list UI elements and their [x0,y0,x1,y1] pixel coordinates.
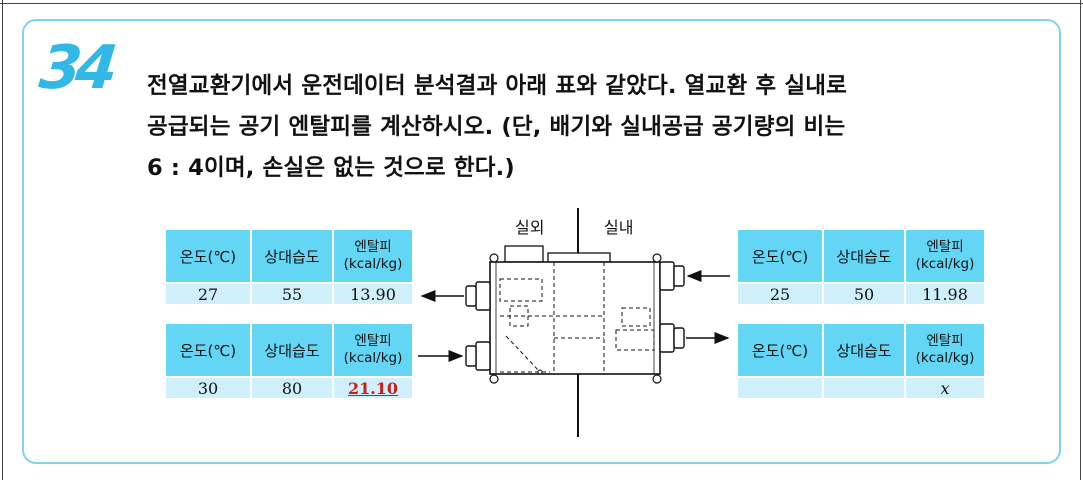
header-temp: 온도(℃) [738,230,822,282]
port-left-top [475,281,491,311]
question-line-1: 전열교환기에서 운전데이터 분석결과 아래 표와 같았다. 열교환 후 실내로 [147,73,848,99]
header-enthalpy: 엔탈피(kcal/kg) [906,230,984,282]
cell-humidity: 55 [252,284,332,304]
top-box-left [504,245,544,263]
header-humidity: 상대습도 [824,230,904,282]
cell-humidity: 50 [824,284,904,304]
cell-humidity [824,378,904,398]
header-temp: 온도(℃) [166,230,250,282]
bolt-icon [489,253,499,263]
header-humidity: 상대습도 [252,230,332,282]
table-right-top: 온도(℃) 상대습도 엔탈피(kcal/kg) 25 50 11.98 [736,228,986,306]
cell-temp [738,378,822,398]
header-enthalpy: 엔탈피(kcal/kg) [334,230,412,282]
question-line-3: 6 : 4이며, 손실은 없는 것으로 한다.) [147,155,515,181]
label-indoor: 실내 [604,218,634,237]
cell-enthalpy: 21.10 [334,378,412,398]
cell-temp: 27 [166,284,250,304]
bolt-icon [489,374,499,384]
port-right-bottom [659,323,675,353]
left-border-line [2,0,3,480]
highlighted-enthalpy: 21.10 [347,378,399,398]
table-left-bottom: 온도(℃) 상대습도 엔탈피(kcal/kg) 30 80 21.10 [164,322,414,400]
port-left-bottom [475,341,491,371]
unknown-x: x [940,378,950,398]
header-humidity: 상대습도 [824,324,904,376]
port-right-top [659,261,675,291]
header-enthalpy: 엔탈피(kcal/kg) [906,324,984,376]
table-right-bottom: 온도(℃) 상대습도 엔탈피(kcal/kg) x [736,322,986,400]
label-outdoor: 실외 [515,218,545,237]
question-line-2: 공급되는 공기 엔탈피를 계산하시오. (단, 배기와 실내공급 공기량의 비는 [147,114,846,140]
cell-enthalpy: x [906,378,984,398]
cell-temp: 30 [166,378,250,398]
header-temp: 온도(℃) [166,324,250,376]
bolt-icon [652,253,662,263]
top-box-right [547,252,611,263]
header-temp: 온도(℃) [738,324,822,376]
right-border-line [1080,0,1081,480]
table-left-top: 온도(℃) 상대습도 엔탈피(kcal/kg) 27 55 13.90 [164,228,414,306]
bolt-icon [652,374,662,384]
top-border-line [0,3,1083,4]
cell-enthalpy: 11.98 [906,284,984,304]
cell-enthalpy: 13.90 [334,284,412,304]
question-text: 전열교환기에서 운전데이터 분석결과 아래 표와 같았다. 열교환 후 실내로 … [147,66,1047,189]
header-enthalpy: 엔탈피(kcal/kg) [334,324,412,376]
header-humidity: 상대습도 [252,324,332,376]
cell-humidity: 80 [252,378,332,398]
unit-body [489,261,661,375]
cell-temp: 25 [738,284,822,304]
